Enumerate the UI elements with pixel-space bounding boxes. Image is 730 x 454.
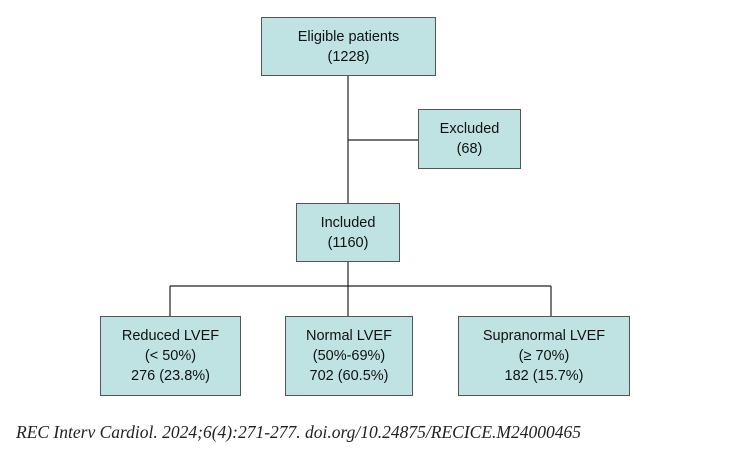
supranormal-label: Supranormal LVEF — [482, 328, 606, 344]
excluded-box: Excluded (68) — [418, 109, 521, 169]
eligible-count: (1228) — [327, 48, 370, 65]
supranormal-lvef-box: Supranormal LVEF (≥ 70%) 182 (15.7%) — [458, 316, 630, 396]
supranormal-range: (≥ 70%) — [518, 348, 570, 364]
reduced-range: (< 50%) — [144, 348, 197, 364]
normal-lvef-box: Normal LVEF (50%-69%) 702 (60.5%) — [285, 316, 413, 396]
included-box: Included (1160) — [296, 203, 400, 262]
eligible-patients-box: Eligible patients (1228) — [261, 17, 436, 76]
reduced-label: Reduced LVEF — [121, 328, 220, 344]
normal-label: Normal LVEF — [306, 328, 392, 344]
included-label: Included — [320, 214, 376, 231]
eligible-label: Eligible patients — [297, 28, 400, 45]
included-count: (1160) — [327, 234, 369, 251]
excluded-label: Excluded — [439, 121, 500, 137]
normal-count: 702 (60.5%) — [309, 368, 389, 384]
supranormal-count: 182 (15.7%) — [504, 368, 584, 384]
citation-caption: REC Interv Cardiol. 2024;6(4):271-277. d… — [16, 422, 581, 442]
excluded-count: (68) — [456, 141, 483, 157]
normal-range: (50%-69%) — [312, 348, 386, 364]
reduced-lvef-box: Reduced LVEF (< 50%) 276 (23.8%) — [100, 316, 241, 396]
reduced-count: 276 (23.8%) — [131, 368, 210, 384]
